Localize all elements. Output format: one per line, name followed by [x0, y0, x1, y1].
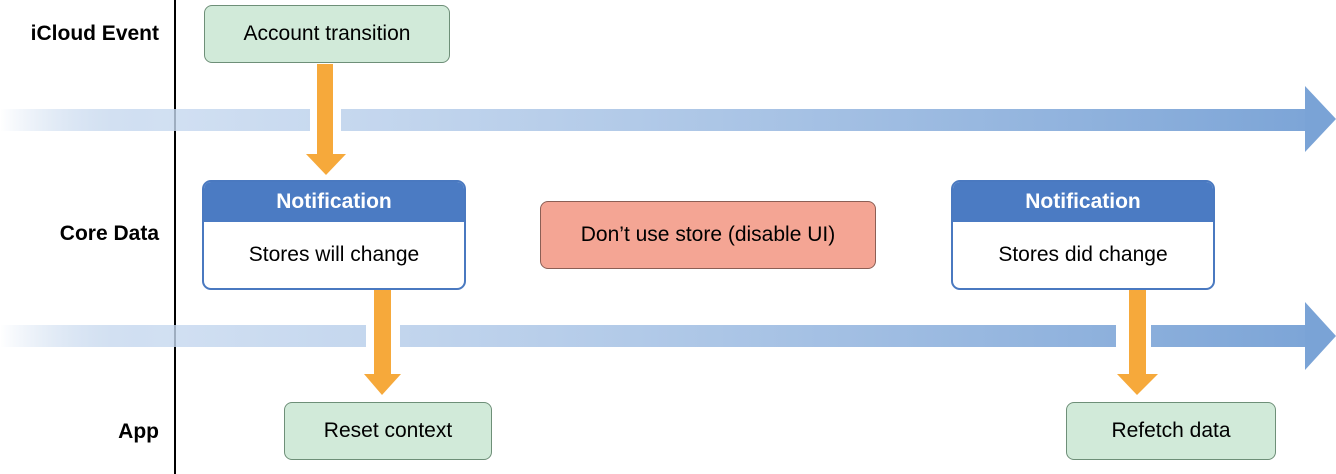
flow-arrow-transition-to-notification [306, 64, 346, 175]
timeline-arrow-bottom [0, 302, 1336, 370]
notification-did-change-body: Stores did change [998, 243, 1168, 266]
reset-context-box: Reset context [284, 402, 492, 460]
lane-label-icloud-event: iCloud Event [30, 22, 159, 45]
flow-arrow-notification-to-refetch [1117, 290, 1158, 395]
lane-divider [174, 0, 176, 474]
notification-will-change-title: Notification [204, 182, 464, 222]
lane-label-app: App [118, 420, 159, 443]
refetch-data-box: Refetch data [1066, 402, 1276, 460]
notification-will-change: Notification Stores will change [202, 180, 466, 290]
account-transition-box: Account transition [204, 5, 450, 63]
dont-use-store-box: Don’t use store (disable UI) [540, 201, 876, 269]
timeline-arrow-top [0, 86, 1336, 152]
notification-did-change: Notification Stores did change [951, 180, 1215, 290]
notification-did-change-title: Notification [953, 182, 1213, 222]
notification-will-change-body: Stores will change [248, 243, 420, 266]
lane-label-core-data: Core Data [59, 222, 159, 245]
flow-arrow-notification-to-reset [364, 290, 401, 395]
